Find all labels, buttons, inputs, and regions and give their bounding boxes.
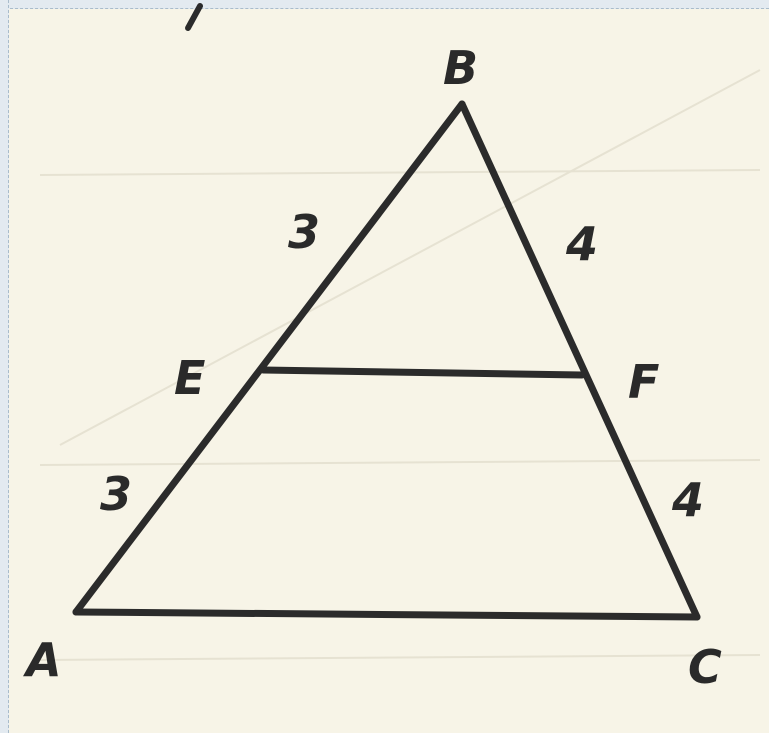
- paper-show-through: [39, 69, 761, 661]
- vertex-label-e: E: [174, 351, 205, 405]
- length-label-ea: 3: [100, 467, 132, 521]
- vertex-label-b: B: [443, 41, 478, 95]
- side-ab: [72, 100, 466, 616]
- side-bc: [458, 100, 701, 621]
- vertex-label-a: A: [23, 633, 62, 687]
- segment-ef: [259, 366, 586, 379]
- pen-mark: [185, 3, 203, 31]
- length-label-bf: 4: [565, 217, 598, 271]
- scan-border-top: [0, 0, 769, 9]
- vertex-label-c: C: [688, 640, 722, 694]
- vertex-label-f: F: [628, 355, 659, 409]
- length-label-fc: 4: [671, 473, 704, 527]
- side-ac: [72, 608, 701, 621]
- length-label-be: 3: [288, 205, 320, 259]
- scan-border-left: [0, 0, 9, 733]
